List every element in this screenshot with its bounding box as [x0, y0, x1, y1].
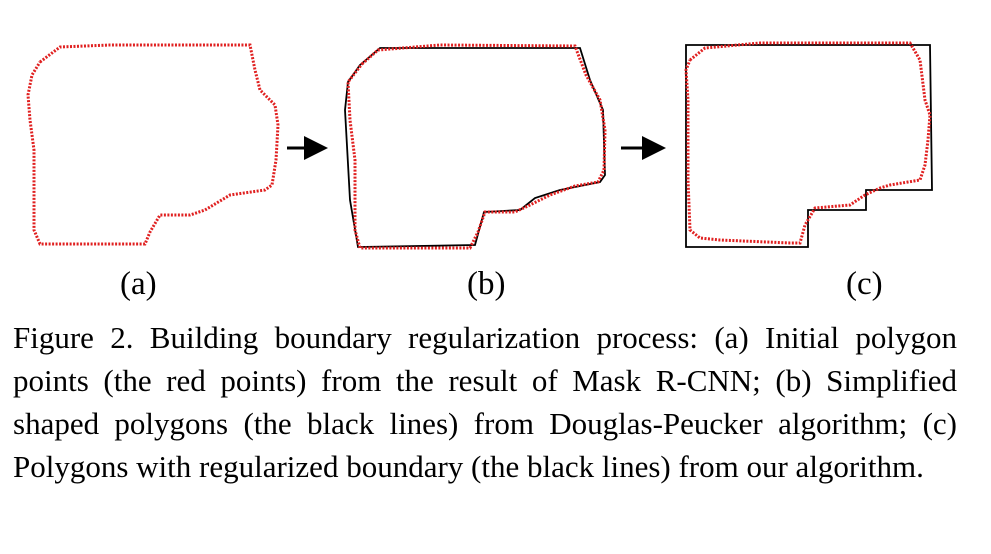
figure-illustration — [26, 41, 933, 250]
panel-label-c: (c) — [846, 266, 883, 302]
panel-c-polygon — [684, 41, 933, 248]
panel-b-polygon — [344, 43, 607, 250]
panel-label-b: (b) — [467, 266, 506, 302]
panel-a-polygon — [26, 43, 280, 246]
figure-caption: Figure 2. Building boundary regularizati… — [13, 320, 957, 484]
panel-label-a: (a) — [120, 266, 157, 302]
